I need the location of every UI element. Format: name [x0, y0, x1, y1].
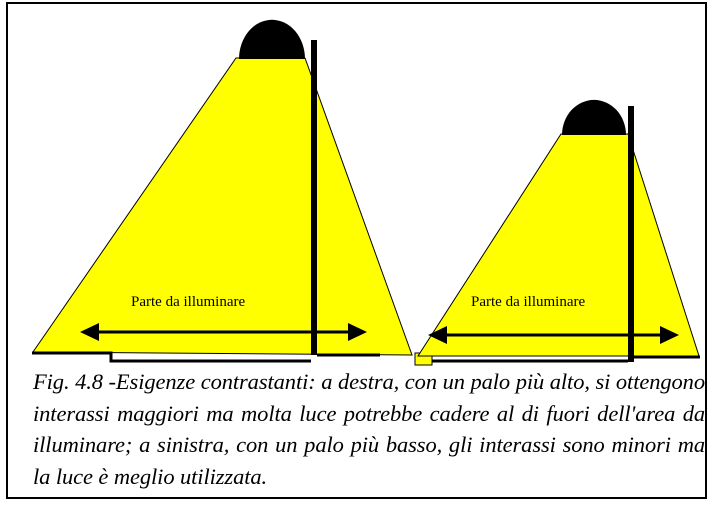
right-area-label: Parte da illuminare: [471, 294, 585, 310]
right-arrowhead-right: [660, 326, 679, 344]
right-light-cone: [417, 133, 700, 357]
left-arrowhead-left: [80, 323, 99, 341]
left-ground-line: [32, 351, 311, 363]
left-pole: [311, 40, 317, 355]
left-lamp-head: [239, 19, 305, 59]
left-light-cone: [32, 57, 413, 356]
figure-caption: Fig. 4.8 -Esigenze contrastanti: a destr…: [33, 369, 705, 489]
left-area-label: Parte da illuminare: [131, 294, 245, 310]
right-arrowhead-left: [428, 326, 447, 344]
left-arrowhead-right: [348, 323, 367, 341]
right-pole: [628, 106, 634, 362]
right-lamp-head: [562, 99, 626, 135]
